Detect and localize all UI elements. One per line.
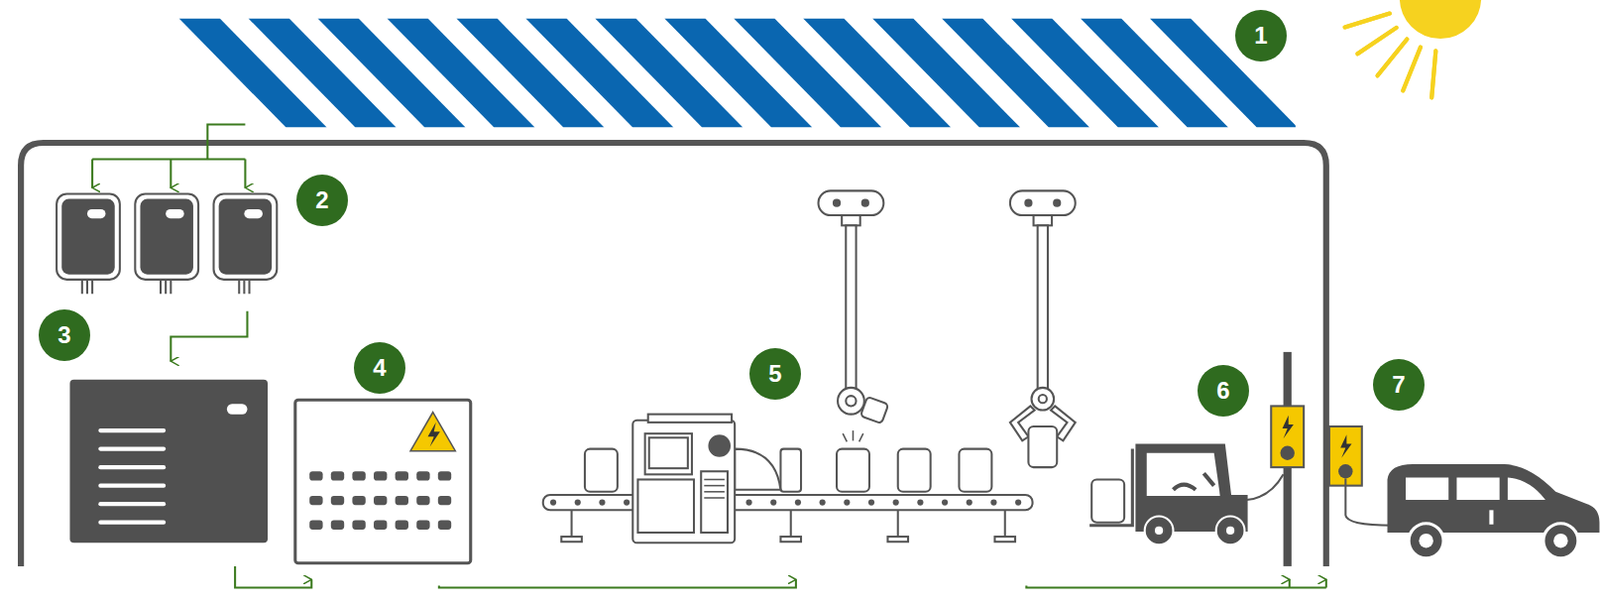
roller	[745, 499, 752, 506]
breaker	[351, 470, 365, 480]
inverter-leg	[91, 279, 94, 294]
inverter-housing	[214, 193, 278, 279]
sun-ray	[1357, 27, 1396, 54]
roller	[598, 499, 605, 506]
sun-ray	[1402, 47, 1421, 92]
inverter-leg	[247, 279, 250, 294]
inverter-leg	[237, 279, 240, 294]
breaker	[351, 495, 365, 505]
roller	[843, 499, 850, 506]
breaker	[373, 520, 387, 530]
inverter-body	[219, 199, 272, 275]
sun-ray	[1357, 27, 1396, 54]
breaker	[438, 495, 452, 505]
forklift	[1089, 444, 1283, 545]
robot-arms	[818, 190, 1076, 467]
sun-ray	[1377, 39, 1408, 77]
roller	[550, 499, 557, 506]
breaker	[395, 520, 409, 530]
breaker	[309, 520, 323, 530]
breaker	[309, 495, 323, 505]
breaker	[395, 470, 409, 480]
sun-ray	[1431, 50, 1436, 98]
electric-car	[1387, 463, 1600, 559]
production-line	[543, 414, 1033, 544]
roller	[868, 499, 875, 506]
sun-ray	[1431, 50, 1436, 98]
inverter-leg	[81, 279, 84, 294]
inverter-leg	[164, 279, 167, 294]
roller	[770, 499, 777, 506]
callout-number: 6	[1197, 364, 1250, 417]
callout-number: 3	[38, 309, 91, 361]
callout-number: 1	[1235, 9, 1287, 62]
sun-ray	[1345, 13, 1390, 28]
sun	[1340, 0, 1482, 98]
roller	[966, 499, 973, 506]
roller	[990, 499, 997, 506]
callout-number: 5	[749, 347, 801, 400]
breaker	[309, 470, 323, 480]
building-outline	[20, 142, 1327, 567]
roller	[941, 499, 948, 506]
roller	[623, 499, 630, 506]
breaker	[373, 495, 387, 505]
breaker	[416, 470, 430, 480]
battery-storage	[69, 379, 268, 544]
roller	[916, 499, 923, 506]
breaker	[438, 470, 452, 480]
breaker	[416, 520, 430, 530]
roller	[1015, 499, 1022, 506]
sun-ray	[1402, 47, 1421, 92]
breaker	[331, 495, 344, 505]
inverter-body	[61, 199, 115, 275]
breaker	[351, 520, 365, 530]
breaker	[438, 520, 452, 530]
inverter-leg	[86, 279, 89, 294]
inverter-light	[165, 209, 185, 219]
sun-ray	[1345, 13, 1390, 28]
sun-ray	[1377, 39, 1408, 77]
roller	[795, 499, 801, 506]
breaker	[395, 495, 409, 505]
inverter-leg	[159, 279, 162, 294]
inverter-body	[139, 199, 193, 275]
inverter-housing	[134, 193, 199, 279]
roller	[574, 499, 581, 506]
callout-number: 7	[1372, 358, 1425, 411]
inverter-leg	[242, 279, 245, 294]
breaker	[416, 495, 430, 505]
distribution-cabinet	[295, 399, 471, 564]
inverter-leg	[169, 279, 172, 294]
inverter-light	[243, 209, 263, 219]
callout-number: 2	[296, 174, 348, 227]
solar-panel	[179, 18, 1296, 128]
breaker	[331, 520, 344, 530]
inverter-light	[87, 209, 107, 219]
breaker	[331, 470, 344, 480]
energy-flow	[92, 123, 1327, 587]
inverter-housing	[56, 193, 120, 279]
callout-number: 4	[353, 342, 406, 394]
breaker	[373, 470, 387, 480]
inverters	[56, 193, 277, 294]
roller	[893, 499, 900, 506]
roller	[819, 499, 826, 506]
